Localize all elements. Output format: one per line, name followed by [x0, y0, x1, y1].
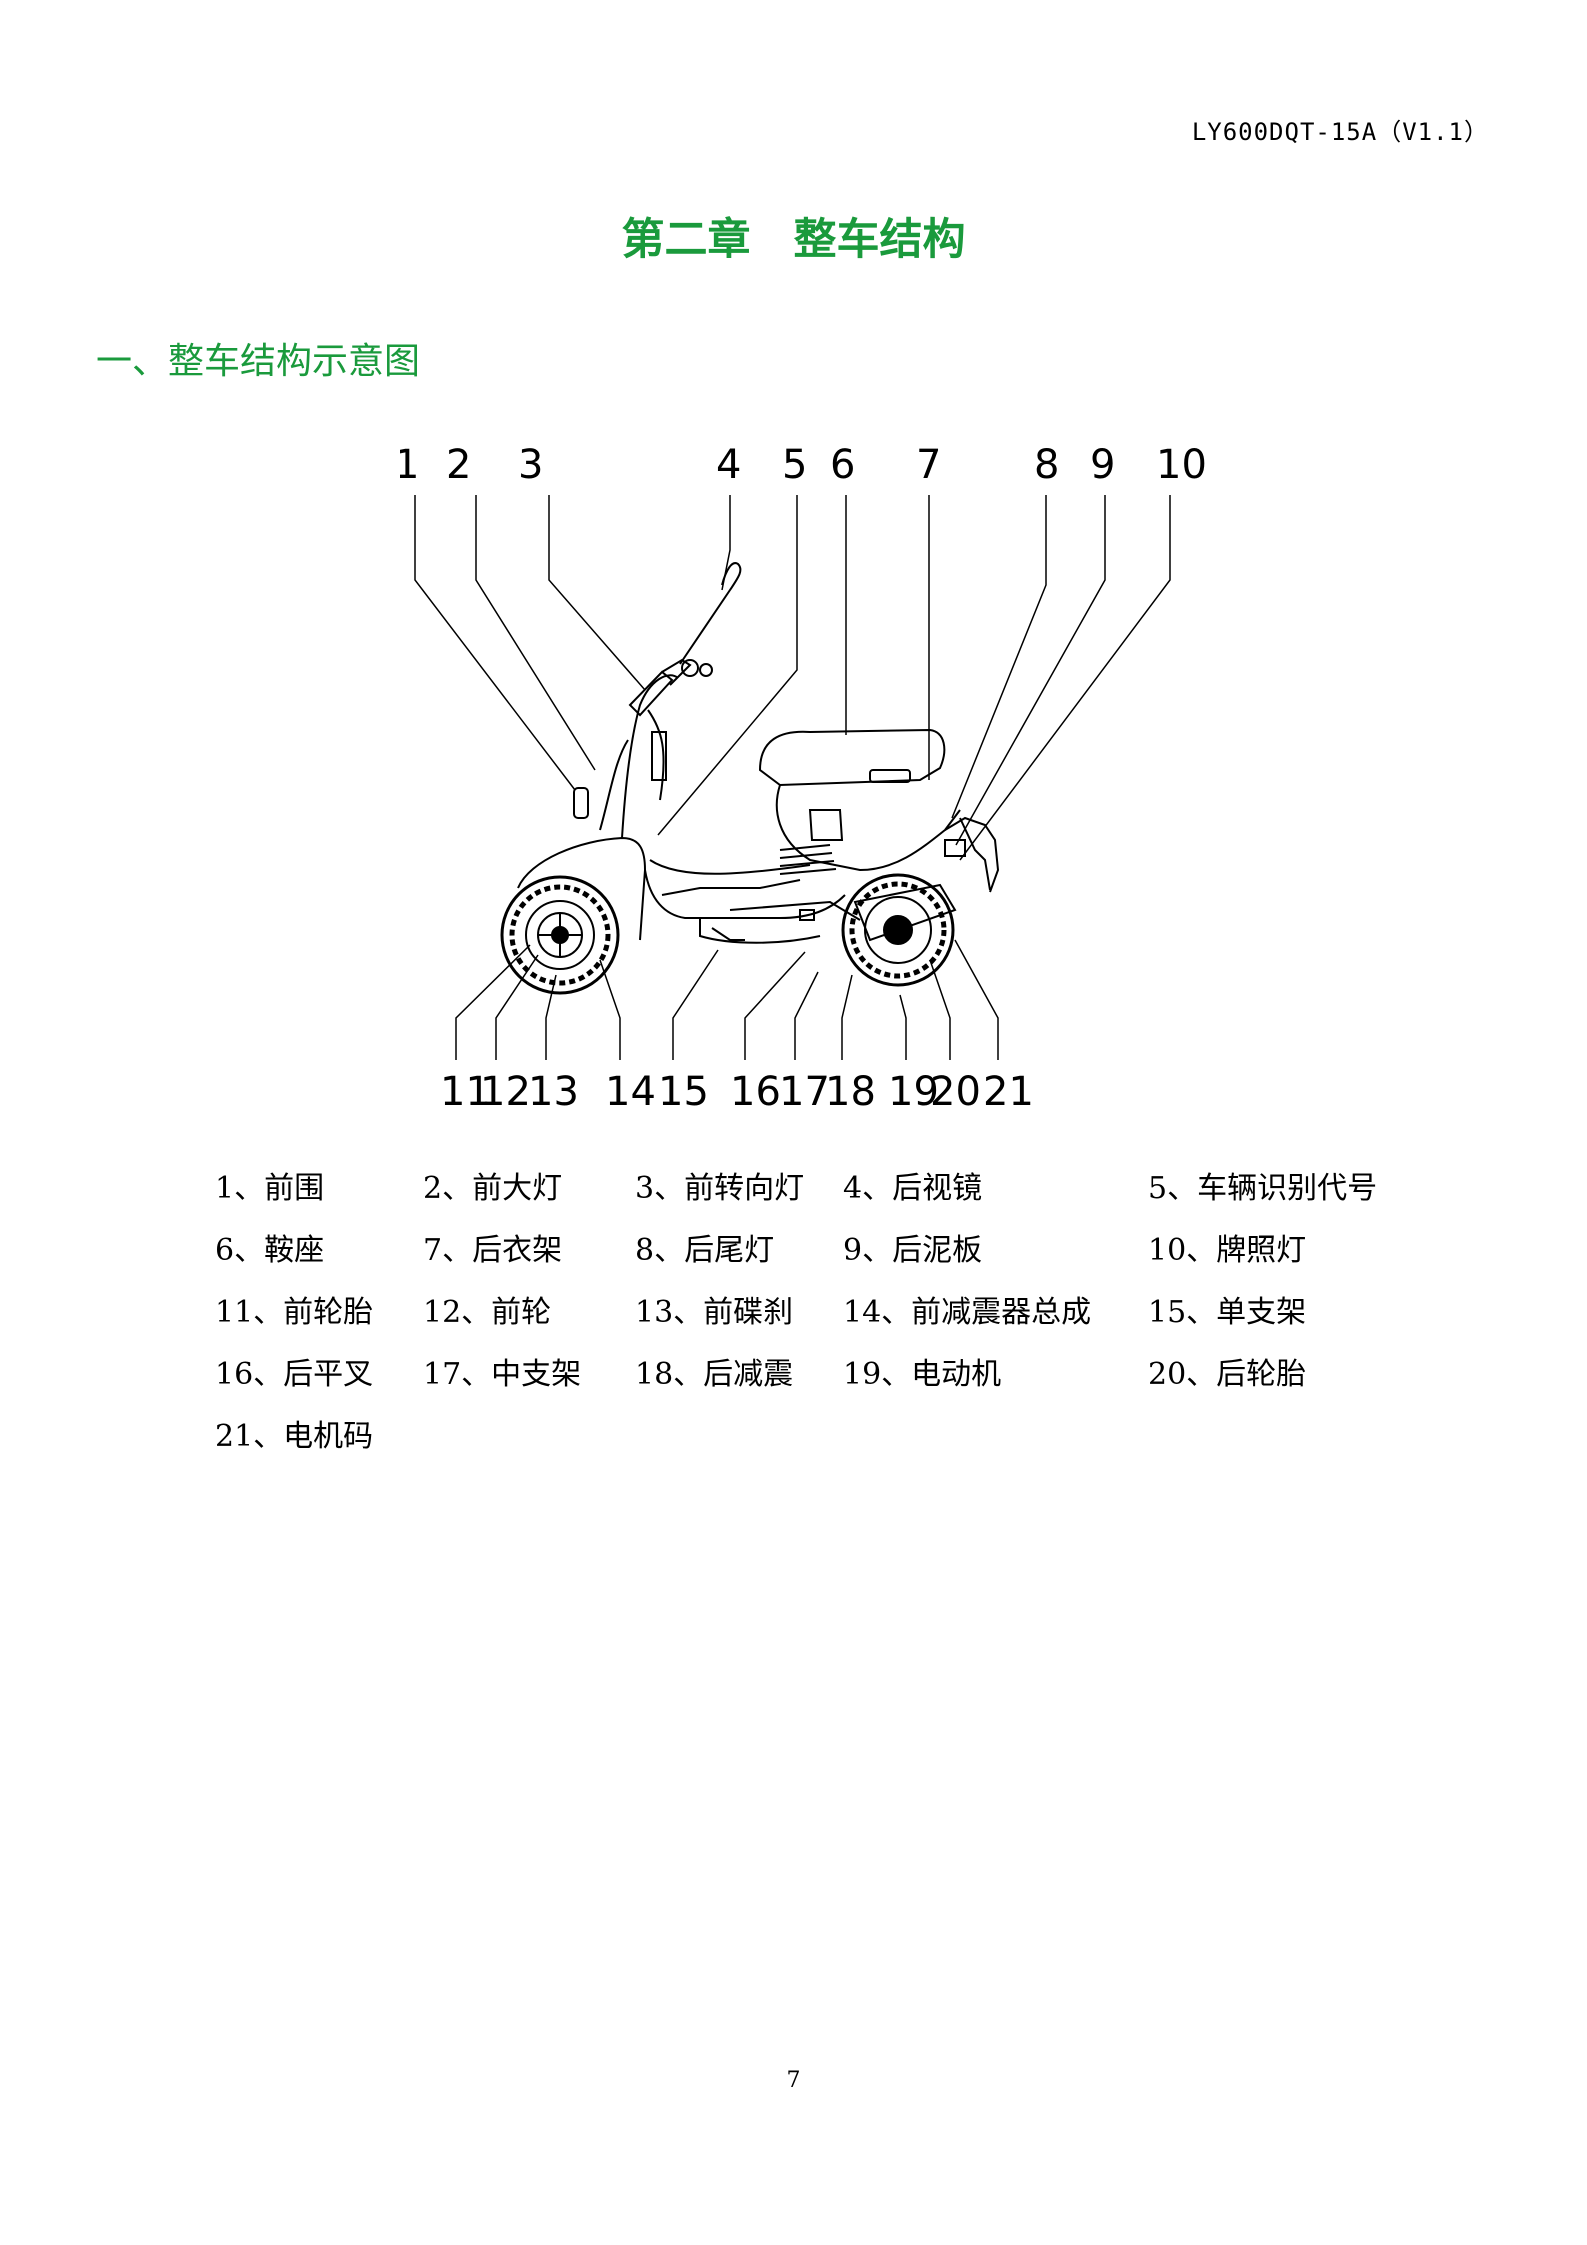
- callout-19: 19: [888, 1069, 939, 1115]
- legend-item: 19、电动机: [843, 1357, 1002, 1392]
- legend-row: 6、鞍座 7、后衣架 8、后尾灯 9、后泥板 10、牌照灯: [215, 1225, 1415, 1287]
- page-number: 7: [786, 2068, 801, 2093]
- callout-3: 3: [518, 442, 543, 488]
- seat-outline: [758, 728, 946, 787]
- document-code: LY600DQT-15A（V1.1）: [1191, 118, 1489, 146]
- callout-4: 4: [716, 442, 741, 488]
- parts-legend: 1、前围 2、前大灯 3、前转向灯 4、后视镜 5、车辆识别代号 6、鞍座 7、…: [215, 1163, 1415, 1473]
- legend-item: 20、后轮胎: [1148, 1357, 1307, 1392]
- front-wheel: [500, 875, 620, 995]
- legend-row: 11、前轮胎 12、前轮 13、前碟刹 14、前减震器总成 15、单支架: [215, 1287, 1415, 1349]
- legend-item: 3、前转向灯: [635, 1171, 805, 1206]
- legend-row: 1、前围 2、前大灯 3、前转向灯 4、后视镜 5、车辆识别代号: [215, 1163, 1415, 1225]
- legend-item: 14、前减震器总成: [843, 1295, 1092, 1330]
- callout-7: 7: [916, 442, 941, 488]
- legend-row: 21、电机码: [215, 1411, 1415, 1473]
- legend-item: 18、后减震: [635, 1357, 794, 1392]
- callout-16: 16: [730, 1069, 781, 1115]
- legend-item: 11、前轮胎: [215, 1295, 374, 1330]
- callout-6: 6: [830, 442, 855, 488]
- callout-18: 18: [825, 1069, 876, 1115]
- legend-item: 21、电机码: [215, 1419, 374, 1454]
- legend-item: 7、后衣架: [423, 1233, 563, 1268]
- callout-20: 20: [930, 1069, 981, 1115]
- section-title: 一、整车结构示意图: [96, 341, 421, 382]
- callout-13: 13: [528, 1069, 579, 1115]
- legend-item: 16、后平叉: [215, 1357, 374, 1392]
- callout-9: 9: [1090, 442, 1115, 488]
- callout-21: 21: [983, 1069, 1034, 1115]
- legend-item: 4、后视镜: [843, 1171, 983, 1206]
- callout-10: 10: [1156, 442, 1207, 488]
- callout-2: 2: [446, 442, 471, 488]
- legend-item: 1、前围: [215, 1171, 325, 1206]
- callout-11: 11: [440, 1069, 491, 1115]
- legend-item: 9、后泥板: [843, 1233, 983, 1268]
- legend-item: 17、中支架: [423, 1357, 582, 1392]
- legend-item: 2、前大灯: [423, 1171, 563, 1206]
- legend-item: 5、车辆识别代号: [1148, 1171, 1378, 1206]
- legend-row: 16、后平叉 17、中支架 18、后减震 19、电动机 20、后轮胎: [215, 1349, 1415, 1411]
- callout-12: 12: [480, 1069, 531, 1115]
- callout-1: 1: [400, 442, 419, 488]
- callout-5: 5: [782, 442, 807, 488]
- callout-14: 14: [605, 1069, 656, 1115]
- legend-item: 10、牌照灯: [1148, 1233, 1307, 1268]
- chapter-title: 第二章 整车结构: [621, 215, 966, 265]
- scooter-structure-diagram: 1 2 3 4 5 6 7 8 9 10 11 12 13 14 15 16 1…: [394, 440, 1250, 1120]
- legend-item: 6、鞍座: [215, 1233, 325, 1268]
- legend-item: 12、前轮: [423, 1295, 552, 1330]
- rear-wheel: [841, 873, 957, 987]
- callout-15: 15: [658, 1069, 709, 1115]
- callout-8: 8: [1034, 442, 1059, 488]
- legend-item: 13、前碟刹: [635, 1295, 794, 1330]
- legend-item: 8、后尾灯: [635, 1233, 775, 1268]
- callout-17: 17: [779, 1069, 830, 1115]
- legend-item: 15、单支架: [1148, 1295, 1307, 1330]
